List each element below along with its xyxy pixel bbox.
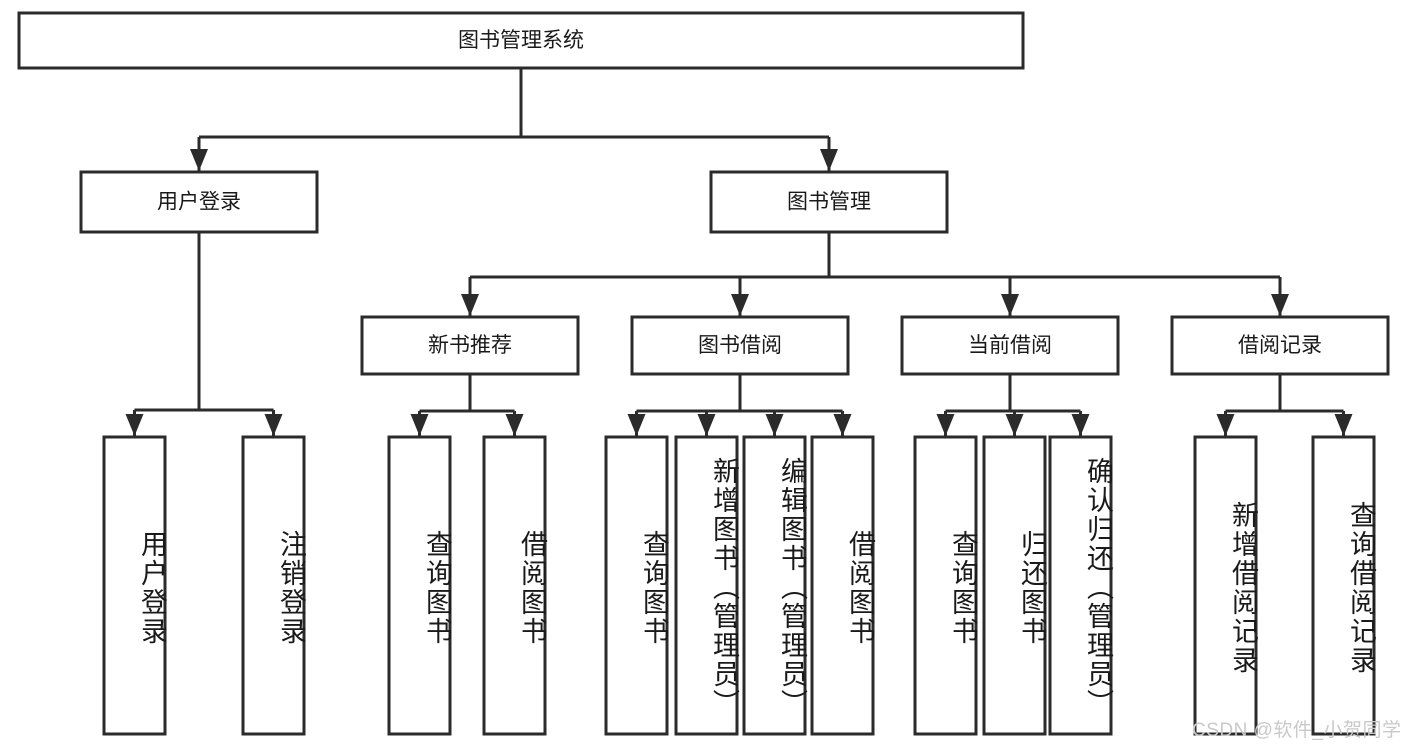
arrow-head-icon	[190, 149, 208, 171]
box-layer	[17, 11, 1390, 736]
arrow-head-icon	[936, 414, 955, 436]
node-book-borrow-box[interactable]	[630, 315, 850, 376]
arrow-head-icon	[1001, 294, 1019, 316]
node-leaf-borrow-book-box[interactable]	[810, 435, 875, 736]
node-leaf-confirm-return-admin-box[interactable]	[1048, 435, 1113, 736]
node-leaf-logout-login-box[interactable]	[241, 435, 306, 736]
node-borrow-record-label: 借阅记录	[1238, 334, 1322, 357]
node-book-management-label: 图书管理	[787, 191, 871, 214]
edge-layer	[125, 68, 1353, 436]
node-new-book-recommend-label: 新书推荐	[428, 334, 512, 357]
arrow-head-icon	[1271, 294, 1289, 316]
node-leaf-query-book-borrow-box[interactable]	[604, 435, 669, 736]
node-new-book-recommend-box[interactable]	[360, 315, 580, 376]
node-leaf-borrow-book-rec-box[interactable]	[482, 435, 547, 736]
arrow-head-icon	[461, 294, 479, 316]
arrow-head-icon	[264, 414, 283, 436]
node-current-borrow-box[interactable]	[900, 315, 1120, 376]
node-leaf-query-borrow-record-box[interactable]	[1311, 435, 1376, 736]
node-borrow-record-box[interactable]	[1170, 315, 1390, 376]
arrow-head-icon	[505, 414, 524, 436]
node-book-management-box[interactable]	[709, 170, 949, 234]
arrow-head-icon	[410, 414, 429, 436]
node-current-borrow-label: 当前借阅	[968, 334, 1052, 357]
arrow-head-icon	[731, 294, 749, 316]
arrow-head-icon	[1071, 414, 1090, 436]
node-leaf-query-book-current-box[interactable]	[913, 435, 978, 736]
arrow-head-icon	[1005, 414, 1024, 436]
node-leaf-add-borrow-record-box[interactable]	[1193, 435, 1258, 736]
arrow-head-icon	[833, 414, 852, 436]
node-leaf-edit-book-admin-box[interactable]	[742, 435, 807, 736]
node-user-login-box[interactable]	[79, 170, 319, 234]
node-root-box[interactable]	[17, 11, 1025, 70]
arrow-head-icon	[765, 414, 784, 436]
arrow-head-icon	[1216, 414, 1235, 436]
arrow-head-icon	[697, 414, 716, 436]
arrow-head-icon	[125, 414, 144, 436]
node-root-label: 图书管理系统	[458, 29, 584, 52]
node-user-login-label: 用户登录	[157, 191, 241, 214]
node-leaf-query-book-rec-box[interactable]	[387, 435, 452, 736]
csdn-watermark: CSDN @软件_小贺同学	[1192, 720, 1402, 741]
arrow-head-icon	[627, 414, 646, 436]
node-leaf-user-login-box[interactable]	[102, 435, 167, 736]
arrow-head-icon	[1334, 414, 1353, 436]
node-leaf-add-book-admin-box[interactable]	[674, 435, 739, 736]
node-book-borrow-label: 图书借阅	[698, 334, 782, 357]
arrow-head-icon	[820, 149, 838, 171]
node-leaf-return-book-box[interactable]	[982, 435, 1047, 736]
